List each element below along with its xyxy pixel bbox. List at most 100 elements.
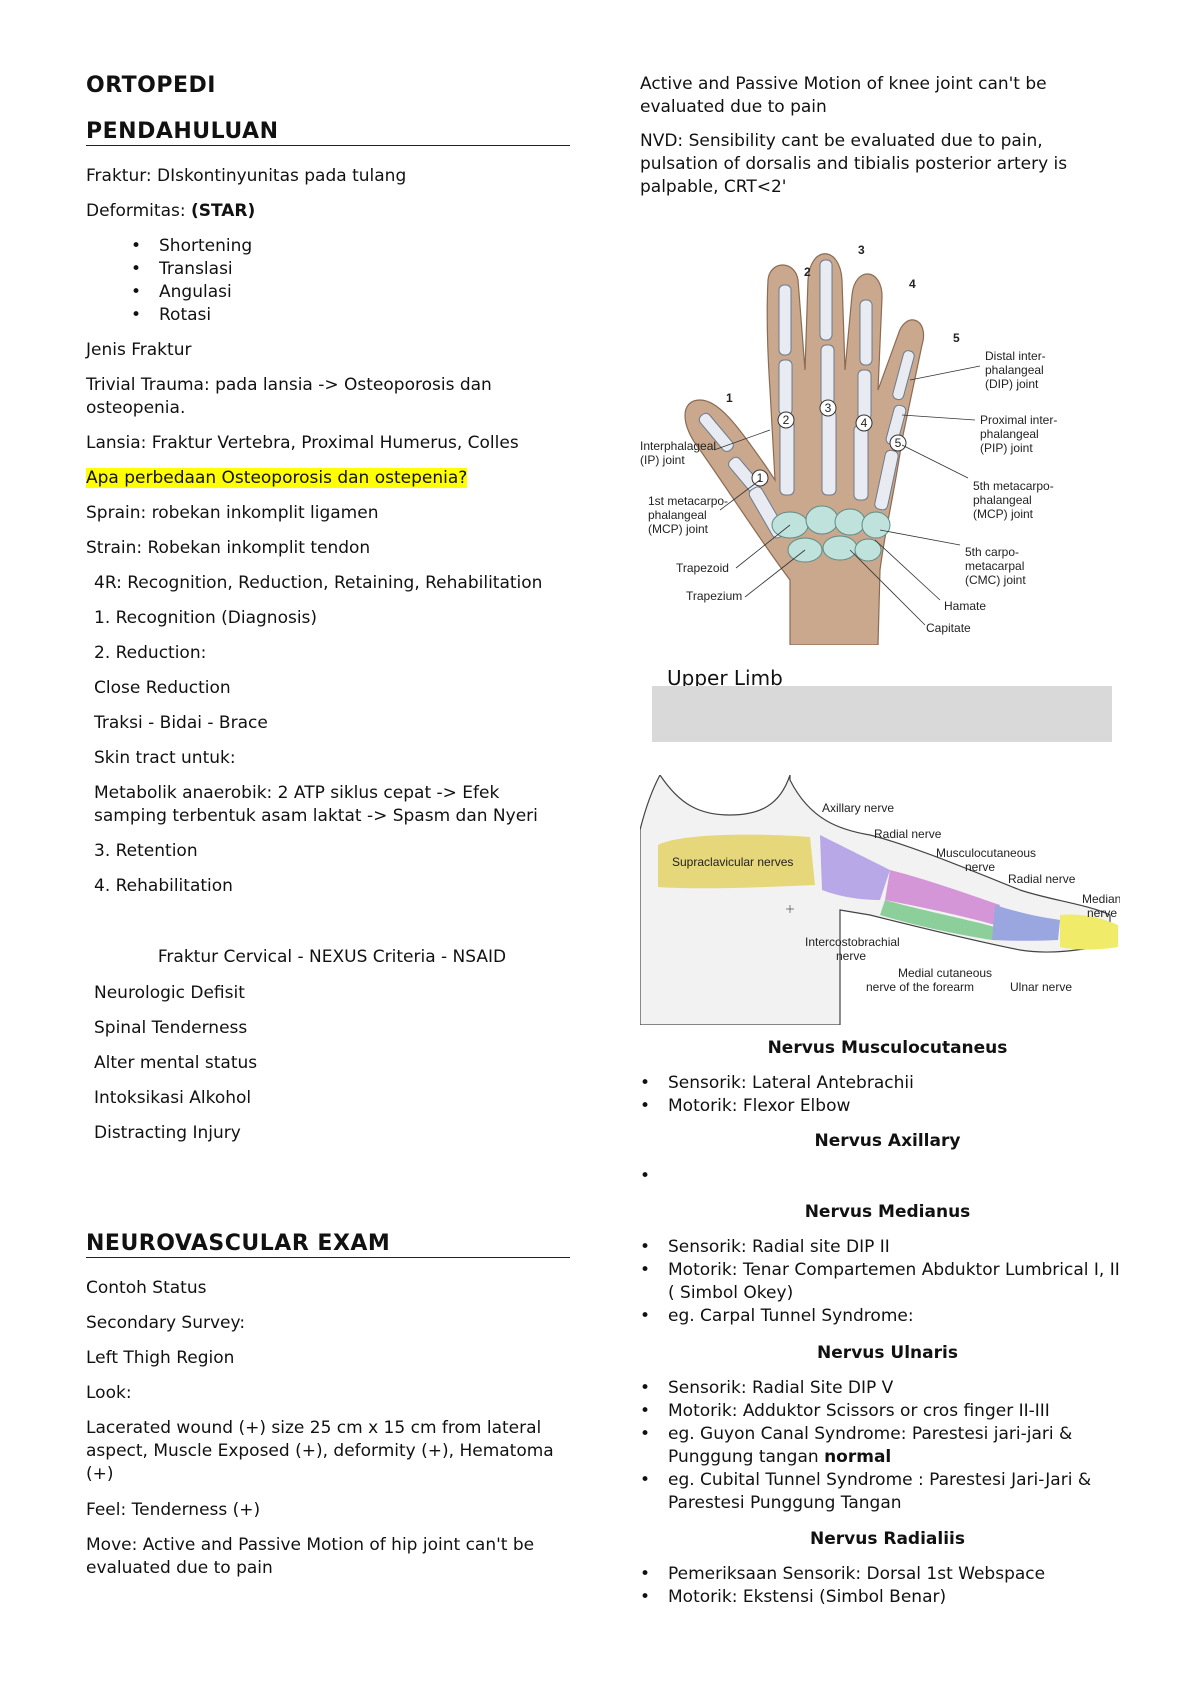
axillary-region: [820, 835, 890, 900]
secondary-survey: Secondary Survey:: [86, 1313, 246, 1333]
star-list: Shortening Translasi Angulasi Rotasi: [131, 235, 570, 327]
joint-markers: [751, 399, 907, 487]
arm-nerves-figure: Supraclavicular nerves Axillary nerve Ra…: [640, 775, 1120, 1025]
nvd-line: NVD: Sensibility cant be evaluated due t…: [640, 131, 1068, 197]
ulnar-nerve-label: Ulnar nerve: [1010, 980, 1072, 994]
list-item: Translasi: [131, 258, 570, 281]
list-item: Angulasi: [131, 281, 570, 304]
list-item: Motorik: Ekstensi (Simbol Benar): [640, 1586, 1120, 1609]
cervical-title: Fraktur Cervical - NEXUS Criteria - NSAI…: [157, 947, 507, 967]
fraktur-definition: Fraktur: DIskontinyunitas pada tulang: [86, 166, 407, 186]
traksi-line: Traksi - Bidai - Brace: [94, 713, 268, 733]
skin-tract-line: Skin tract untuk:: [94, 748, 236, 768]
radial-region: [885, 870, 1000, 925]
four-r-line: 4R: Recognition, Reduction, Retaining, R…: [94, 573, 543, 593]
svg-text:1st metacarpo-phalangeal(MCP): 1st metacarpo-phalangeal(MCP) joint: [648, 494, 728, 536]
lacerated-line: Lacerated wound (+) size 25 cm x 15 cm f…: [86, 1418, 554, 1484]
finger-number: 3: [858, 243, 865, 257]
finger-number: 1: [726, 391, 733, 405]
list-item: Rotasi: [131, 304, 570, 327]
svg-text:5th carpo-metacarpal(CMC) join: 5th carpo-metacarpal(CMC) joint: [965, 545, 1026, 587]
finger-number: 2: [804, 265, 811, 279]
nerve-title-axillary: Nervus Axillary: [814, 1131, 961, 1151]
joint-numbers: 2 3 4 5 1: [757, 401, 902, 485]
list-item: Sensorik: Lateral Antebrachii: [640, 1072, 1120, 1095]
finger-number: 2: [783, 413, 790, 427]
carpal-bones: [771, 505, 891, 563]
musculo-list: Sensorik: Lateral Antebrachii Motorik: F…: [640, 1072, 1120, 1118]
nexus-item: Neurologic Defisit: [94, 983, 245, 1003]
reduction-line: 2. Reduction:: [94, 643, 207, 663]
nexus-item: Alter mental status: [94, 1053, 258, 1073]
doc-title: ORTOPEDI: [86, 73, 216, 98]
finger-number: 4: [909, 277, 916, 291]
figure-ticks: [786, 905, 794, 913]
radial-forearm-region: [992, 905, 1060, 941]
section-heading-pendahuluan: PENDAHULUAN: [86, 120, 570, 146]
finger-number: 5: [953, 331, 960, 345]
rehabilitation-line: 4. Rehabilitation: [94, 876, 233, 896]
trivial-trauma: Trivial Trauma: pada lansia -> Osteoporo…: [86, 375, 492, 418]
list-item: eg. Cubital Tunnel Syndrome : Parestesi …: [640, 1469, 1120, 1515]
feel-line: Feel: Tenderness (+): [86, 1500, 261, 1520]
nerve-title-medianus: Nervus Medianus: [804, 1202, 971, 1222]
list-item: Motorik: Adduktor Scissors or cros finge…: [640, 1400, 1120, 1423]
supraclavicular-label: Supraclavicular nerves: [672, 855, 793, 869]
radialis-list: Pemeriksaan Sensorik: Dorsal 1st Webspac…: [640, 1563, 1120, 1609]
finger-number: 5: [895, 436, 902, 450]
section-heading-neurovascular: NEUROVASCULAR EXAM: [86, 1232, 570, 1258]
recognition-line: 1. Recognition (Diagnosis): [94, 608, 318, 628]
nexus-item: Distracting Injury: [94, 1123, 241, 1143]
nerve-title-musculocutaneus: Nervus Musculocutaneus: [767, 1038, 1008, 1058]
right-side-labels: Distal inter-phalangeal(DIP) joint Proxi…: [926, 349, 1057, 635]
svg-text:Distal inter-phalangeal(DIP) j: Distal inter-phalangeal(DIP) joint: [985, 349, 1046, 391]
left-thigh-region: Left Thigh Region: [86, 1348, 235, 1368]
deformitas-line: Deformitas: (STAR): [86, 201, 256, 221]
contoh-status: Contoh Status: [86, 1278, 207, 1298]
radial-nerve-label-2: Radial nerve: [1008, 872, 1076, 886]
musculocutaneous-region: [880, 900, 995, 940]
list-item: Motorik: Tenar Compartemen Abduktor Lumb…: [640, 1259, 1120, 1305]
capitate-label: Capitate: [926, 621, 971, 635]
look-label: Look:: [86, 1383, 132, 1403]
list-item: Shortening: [131, 235, 570, 258]
grey-placeholder-box: [652, 686, 1112, 742]
nexus-item: Intoksikasi Alkohol: [94, 1088, 252, 1108]
nexus-item: Spinal Tenderness: [94, 1018, 248, 1038]
hamate-label: Hamate: [944, 599, 986, 613]
lansia-line: Lansia: Fraktur Vertebra, Proximal Humer…: [86, 433, 519, 453]
highlighted-question: Apa perbedaan Osteoporosis dan ostepenia…: [86, 468, 468, 488]
left-side-labels: Interphalageal(IP) joint 1st metacarpo-p…: [640, 439, 742, 603]
nerve-title-ulnaris: Nervus Ulnaris: [817, 1343, 958, 1363]
metabolik-line: Metabolik anaerobik: 2 ATP siklus cepat …: [94, 783, 538, 826]
list-item: eg. Guyon Canal Syndrome: Parestesi jari…: [640, 1423, 1120, 1469]
list-item: Sensorik: Radial site DIP II: [640, 1236, 1120, 1259]
move-line: Move: Active and Passive Motion of hip j…: [86, 1535, 535, 1578]
svg-text:Proximal inter-phalangeal(PIP): Proximal inter-phalangeal(PIP) joint: [980, 413, 1057, 455]
finger-number: 1: [757, 471, 764, 485]
retention-line: 3. Retention: [94, 841, 198, 861]
list-item: Sensorik: Radial Site DIP V: [640, 1377, 1120, 1400]
list-item: Motorik: Flexor Elbow: [640, 1095, 1120, 1118]
supraclavicular-region: [658, 834, 815, 889]
jenis-fraktur: Jenis Fraktur: [86, 340, 192, 360]
axillary-nerve-label: Axillary nerve: [822, 801, 894, 815]
finger-top-numbers: 1 2 3 4 5: [726, 243, 960, 405]
radial-nerve-label: Radial nerve: [874, 827, 942, 841]
knee-motion-line: Active and Passive Motion of knee joint …: [640, 74, 1047, 117]
list-item: Pemeriksaan Sensorik: Dorsal 1st Webspac…: [640, 1563, 1120, 1586]
list-item: eg. Carpal Tunnel Syndrome:: [640, 1305, 1120, 1328]
sprain-line: Sprain: robekan inkomplit ligamen: [86, 503, 379, 523]
strain-line: Strain: Robekan inkomplit tendon: [86, 538, 371, 558]
trapezoid-label: Trapezoid: [676, 561, 729, 575]
hand-joints-figure: 2 3 4 5 1 1 2 3 4 5 Distal inter-phalang…: [640, 243, 1057, 645]
close-reduction-line: Close Reduction: [94, 678, 231, 698]
finger-number: 4: [861, 416, 868, 430]
leader-lines: [713, 365, 981, 626]
hand-skin-shape: [684, 253, 925, 645]
svg-text:5th metacarpo-phalangeal(MCP): 5th metacarpo-phalangeal(MCP) joint: [973, 479, 1054, 521]
